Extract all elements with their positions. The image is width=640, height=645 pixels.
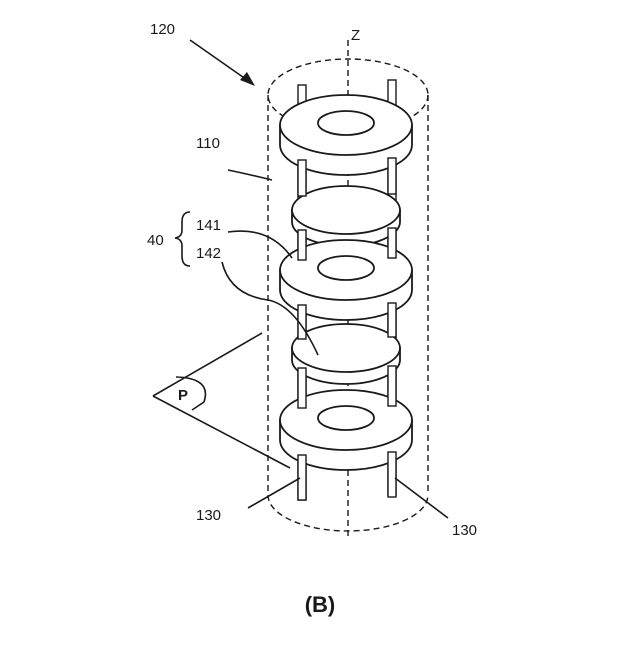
label-rod-right: 130 xyxy=(452,522,477,539)
label-housing: 110 xyxy=(196,135,220,152)
plain-disc-lower xyxy=(292,324,400,384)
label-rod-left: 130 xyxy=(196,507,221,524)
label-part-142: 142 xyxy=(196,245,221,262)
plain-disc-upper xyxy=(292,186,400,246)
figure-caption: (B) xyxy=(305,592,336,617)
label-group: 40 xyxy=(147,232,164,249)
label-plane: P xyxy=(178,387,188,404)
label-axis: Z xyxy=(351,27,360,44)
group-brace xyxy=(175,212,190,266)
label-assembly: 120 xyxy=(150,21,175,38)
plane-p-wedge xyxy=(153,333,290,468)
label-part-141: 141 xyxy=(196,217,221,234)
